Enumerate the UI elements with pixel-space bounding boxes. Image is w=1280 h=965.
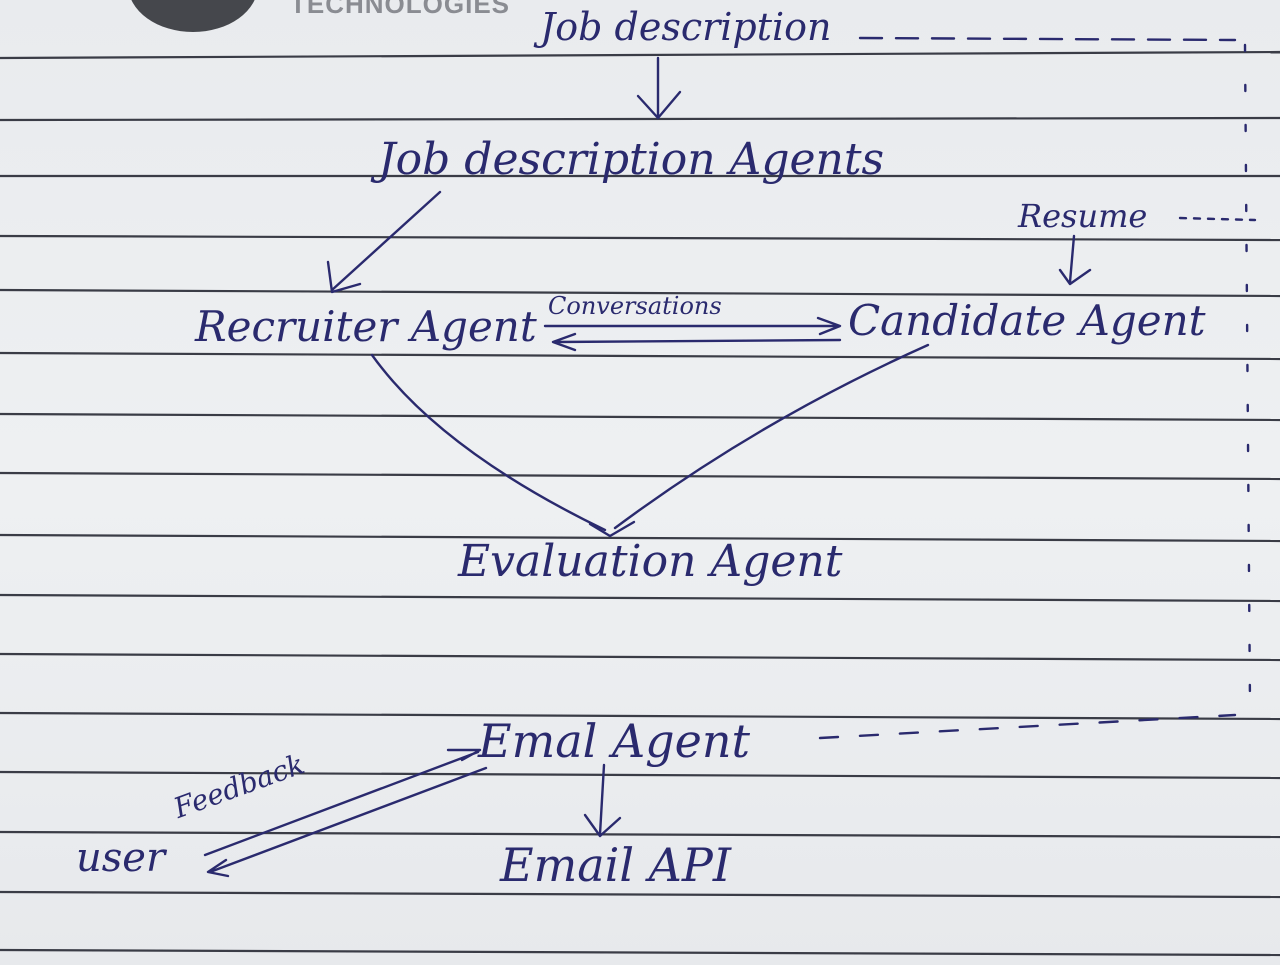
node-email-agent: Emal Agent [478, 714, 750, 768]
arrowhead-evaluation [588, 520, 636, 538]
printed-brand-text: TECHNOLOGIES [290, 0, 511, 19]
arrow-recruiter-to-evaluation [370, 353, 607, 532]
arrow-conversation-right [543, 316, 842, 336]
arrow-conversation-left [551, 332, 842, 352]
dashed-line-bottom [818, 713, 1237, 740]
node-job-description-agents: Job description Agents [378, 134, 885, 185]
arrow-jd-to-jda [636, 56, 682, 120]
node-recruiter-agent: Recruiter Agent [195, 302, 537, 351]
ruled-lines [0, 50, 1280, 957]
arrow-user-to-email [203, 748, 482, 857]
node-resume: Resume [1018, 197, 1148, 235]
node-job-description: Job description [540, 5, 832, 49]
arrow-email-to-api [583, 763, 622, 838]
dashed-line-top [858, 36, 1237, 42]
arrow-email-to-user [206, 766, 488, 878]
node-email-api: Email API [500, 838, 732, 892]
node-user: user [76, 835, 166, 881]
dashed-line-right [1243, 43, 1252, 707]
arrow-resume-to-candidate [1058, 234, 1092, 286]
edge-label-conversations: Conversations [548, 292, 722, 320]
node-candidate-agent: Candidate Agent [848, 296, 1206, 345]
dashed-line-resume [1178, 216, 1257, 222]
node-evaluation-agent: Evaluation Agent [458, 536, 843, 587]
arrow-candidate-to-evaluation [613, 343, 930, 530]
arrow-jda-to-recruiter [326, 190, 442, 294]
